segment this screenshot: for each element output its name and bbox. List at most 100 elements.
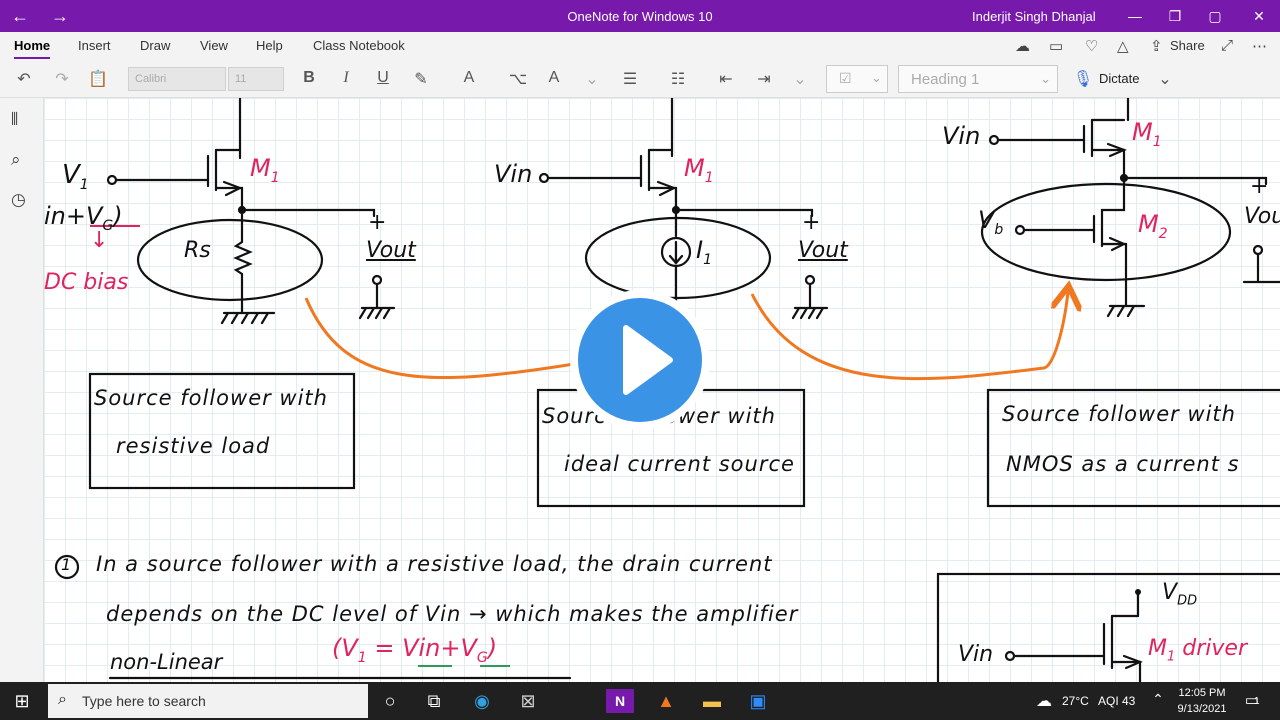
sync-icon[interactable]: ☁ (1015, 38, 1030, 55)
indent-icon[interactable]: ⇥ (757, 71, 771, 88)
edge-icon[interactable]: ◉ (474, 691, 490, 711)
file-explorer-icon[interactable]: ▬ (703, 691, 721, 711)
checkbox-icon: ☑ (839, 70, 852, 86)
bell-icon[interactable]: △ (1117, 38, 1129, 55)
restore-icon[interactable]: ▢ (1208, 8, 1222, 24)
format-painter-icon[interactable]: ⌥ (508, 71, 528, 88)
numbering-icon[interactable]: ☷ (670, 71, 686, 88)
recent-icon[interactable]: ◷ (11, 190, 26, 209)
close-icon[interactable]: ✕ (1253, 8, 1265, 24)
share-icon[interactable]: ⇪ (1150, 38, 1163, 55)
play-button[interactable] (570, 290, 710, 430)
italic-icon[interactable]: I (343, 69, 349, 86)
task-view-icon[interactable]: ⧉ (427, 691, 441, 711)
tab-draw[interactable]: Draw (140, 38, 171, 53)
store-icon[interactable]: ⊠ (520, 691, 536, 711)
highlight-icon[interactable]: ✎ (414, 71, 428, 88)
styles-icon[interactable]: A (548, 69, 560, 86)
box1-line1: Source follower with (94, 386, 328, 410)
aqi-value[interactable]: AQI 43 (1098, 694, 1136, 708)
immersive-reader-icon[interactable]: ▭ (1049, 38, 1064, 55)
clipboard-icon[interactable]: 📋 (88, 71, 108, 88)
tab-class-notebook[interactable]: Class Notebook (313, 38, 405, 53)
taskbar-search[interactable]: ⌕ Type here to search (48, 684, 368, 718)
weather-icon[interactable]: ☁ (1036, 693, 1052, 710)
outdent-icon[interactable]: ⇤ (719, 71, 733, 88)
microphone-icon[interactable]: 🎙 (1072, 71, 1094, 88)
box3-line2: NMOS as a current s (1006, 452, 1240, 476)
restore-icon[interactable]: ❐ (1168, 8, 1182, 24)
tag-dropdown[interactable]: ☑ ⌄ (826, 65, 888, 93)
plus-label: + (368, 210, 387, 235)
chevron-down-icon: ⌄ (1040, 71, 1051, 86)
chevron-down-icon: ⌄ (871, 70, 882, 85)
tab-insert[interactable]: Insert (78, 38, 111, 53)
bias-label: Vb (978, 206, 1004, 238)
point1-line2: depends on the DC level of Vin → which m… (106, 602, 799, 626)
windows-start-icon[interactable]: ⊞ (14, 691, 30, 711)
bullets-icon[interactable]: ☰ (622, 71, 638, 88)
taskbar: ⊞ ⌕ Type here to search ○ ⧉ ◉ ⊠ N ▲ ▬ ▣ … (0, 682, 1280, 720)
resistor-label: Rs (184, 238, 211, 263)
box3-line1: Source follower with (1002, 402, 1236, 426)
notifications-icon[interactable]: ▭ (1244, 692, 1260, 709)
redo-icon[interactable]: ↷ (55, 71, 69, 88)
dc-bias-label: DC bias (44, 270, 129, 295)
onenote-icon[interactable]: N (606, 689, 634, 713)
font-color-icon[interactable]: A (463, 69, 475, 86)
user-name[interactable]: Inderjit Singh Dhanjal (972, 9, 1096, 24)
style-dropdown[interactable]: Heading 1 ⌄ (898, 65, 1058, 93)
point1-line1: In a source follower with a resistive lo… (96, 552, 773, 576)
play-circle (578, 298, 702, 422)
title-bar: ← → OneNote for Windows 10 Inderjit Sing… (0, 0, 1280, 32)
search-icon: ⌕ (58, 691, 67, 708)
vout-label: Vout (366, 238, 416, 263)
cortana-icon[interactable]: ○ (384, 691, 396, 711)
input-label: V1 (62, 160, 89, 194)
forward-arrow-icon[interactable]: → (51, 6, 69, 26)
minimize-icon[interactable]: — (1128, 8, 1142, 24)
search-icon[interactable]: ⌕ (11, 150, 21, 169)
tab-help[interactable]: Help (256, 38, 283, 53)
vout-label: Vou (1244, 204, 1280, 229)
expand-icon[interactable]: ⤢ (1221, 37, 1234, 54)
search-placeholder: Type here to search (82, 693, 206, 709)
bias-arrow: ↓ (90, 228, 109, 253)
transistor-label: M1 (250, 154, 280, 186)
chevron-down-icon[interactable]: ⌄ (585, 71, 599, 88)
more-icon[interactable]: ⋯ (1252, 38, 1267, 55)
input-label: Vin (942, 122, 981, 150)
notebooks-icon[interactable]: ⫴ (11, 110, 19, 129)
chevron-up-icon[interactable]: ⌃ (1152, 691, 1164, 707)
transistor-label: M1 (684, 154, 714, 186)
bold-icon[interactable]: B (303, 69, 315, 86)
tab-home[interactable]: Home (14, 38, 51, 59)
bias-expression: in+VG) (44, 202, 123, 234)
share-button[interactable]: Share (1170, 38, 1205, 53)
input-label: Vin (958, 642, 994, 667)
handwritten-notes (54, 98, 1280, 682)
chevron-down-icon[interactable]: ⌄ (793, 71, 807, 88)
underline-icon[interactable]: U (377, 69, 389, 86)
box2-line2: ideal current source (564, 452, 795, 476)
font-name-field[interactable]: Calibri (128, 67, 226, 91)
back-arrow-icon[interactable]: ← (11, 6, 29, 26)
zoom-icon[interactable]: ▣ (749, 691, 767, 711)
weather-temp[interactable]: 27°C (1062, 694, 1089, 708)
point-number: 1 (61, 555, 72, 574)
transistor-label: M1 (1132, 118, 1162, 150)
formula: (V1 = Vin+VG) (332, 634, 498, 666)
undo-icon[interactable]: ↶ (17, 71, 31, 88)
dictate-button[interactable]: Dictate (1099, 71, 1140, 86)
font-size-field[interactable]: 11 (228, 67, 284, 91)
ribbon-tabs: Home Insert Draw View Help Class Noteboo… (0, 32, 1280, 60)
left-sidebar: ⫴ ⌕ ◷ (0, 98, 44, 682)
tab-view[interactable]: View (200, 38, 228, 53)
clock[interactable]: 12:05 PM 9/13/2021 (1166, 685, 1238, 717)
note-canvas[interactable]: V1 M1 in+VG) ↓ DC bias Rs + Vout Vin M1 … (44, 98, 1280, 682)
box1-line2: resistive load (116, 434, 271, 458)
lightbulb-icon[interactable]: ♡ (1085, 38, 1099, 55)
notification-count: 1 (1254, 696, 1260, 707)
vlc-icon[interactable]: ▲ (657, 691, 675, 711)
chevron-down-icon[interactable]: ⌄ (1158, 71, 1172, 88)
